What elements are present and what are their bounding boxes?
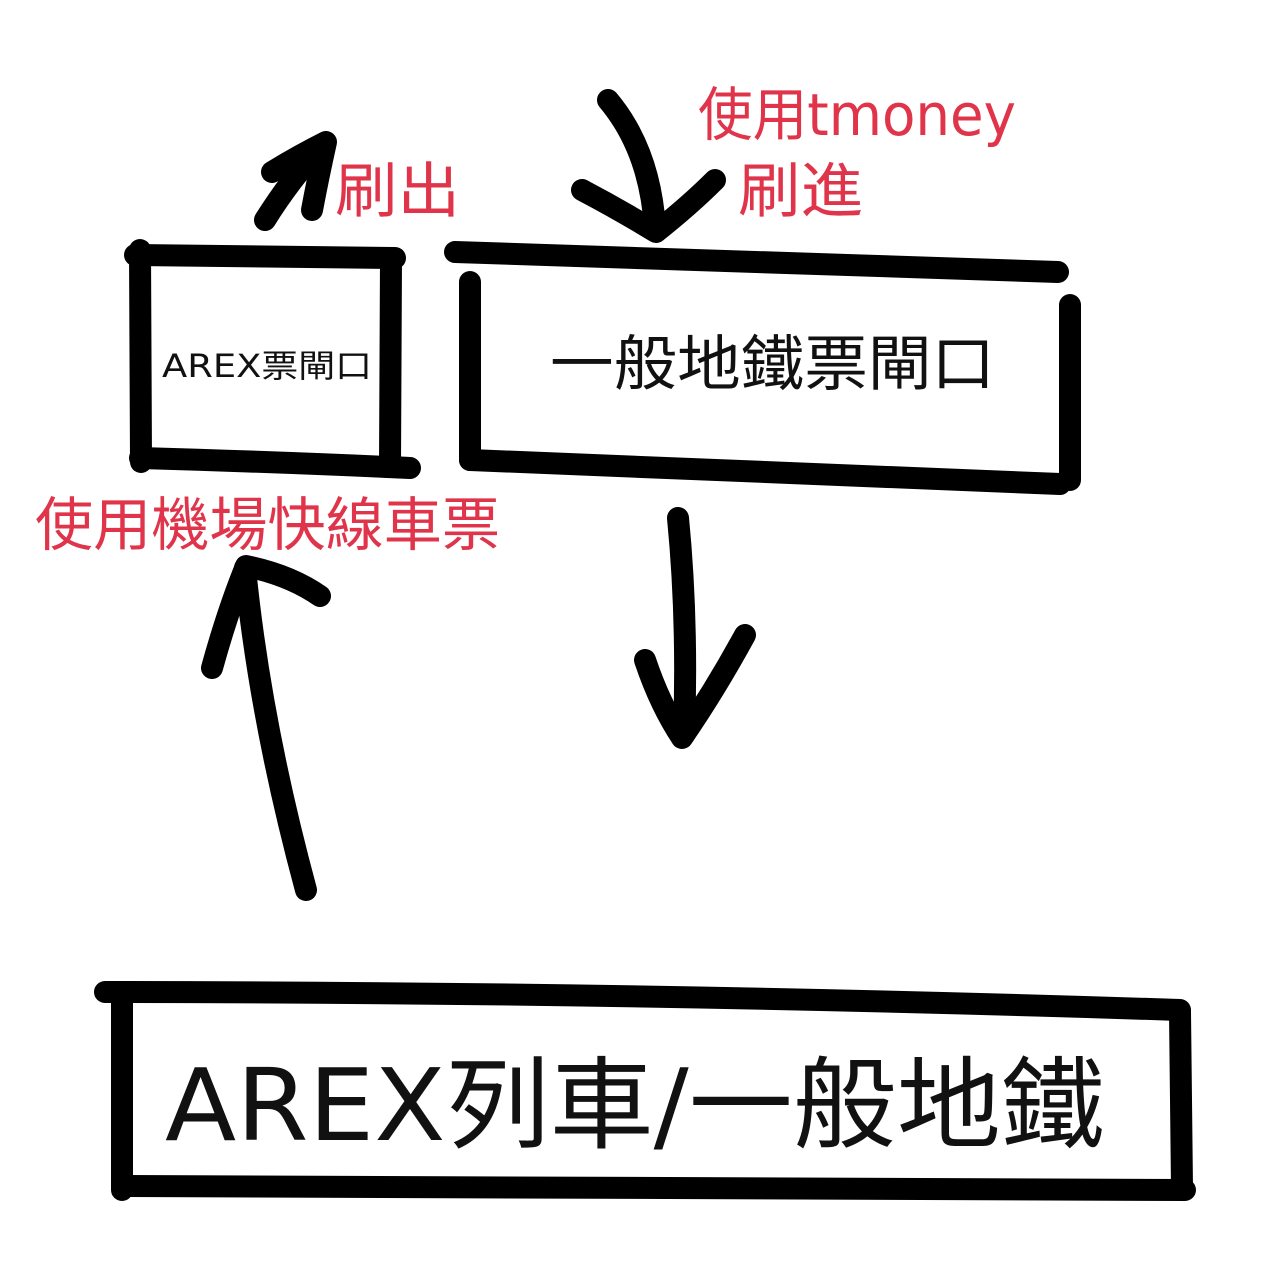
down-arrow-icon xyxy=(634,507,756,749)
swipe-out-label: 刷出 xyxy=(335,157,460,227)
subway-gate-label: 一般地鐵票閘口 xyxy=(550,330,995,400)
swipe-in-label: 刷進 xyxy=(738,157,863,227)
arex-gate-label: AREX票閘口 xyxy=(162,347,372,385)
platform-box xyxy=(94,981,1196,1201)
use-tmoney-label: 使用tmoney xyxy=(698,81,1016,149)
subway-gate-box xyxy=(444,241,1081,495)
arex-gate-box xyxy=(124,239,421,479)
swipe-in-arrow-icon xyxy=(571,89,726,243)
platform-label: AREX列車/一般地鐵 xyxy=(165,1047,1105,1164)
up-arrow-icon xyxy=(201,555,331,901)
use-arex-ticket-label: 使用機場快線車票 xyxy=(35,491,500,559)
swipe-out-arrow-icon xyxy=(254,131,337,231)
